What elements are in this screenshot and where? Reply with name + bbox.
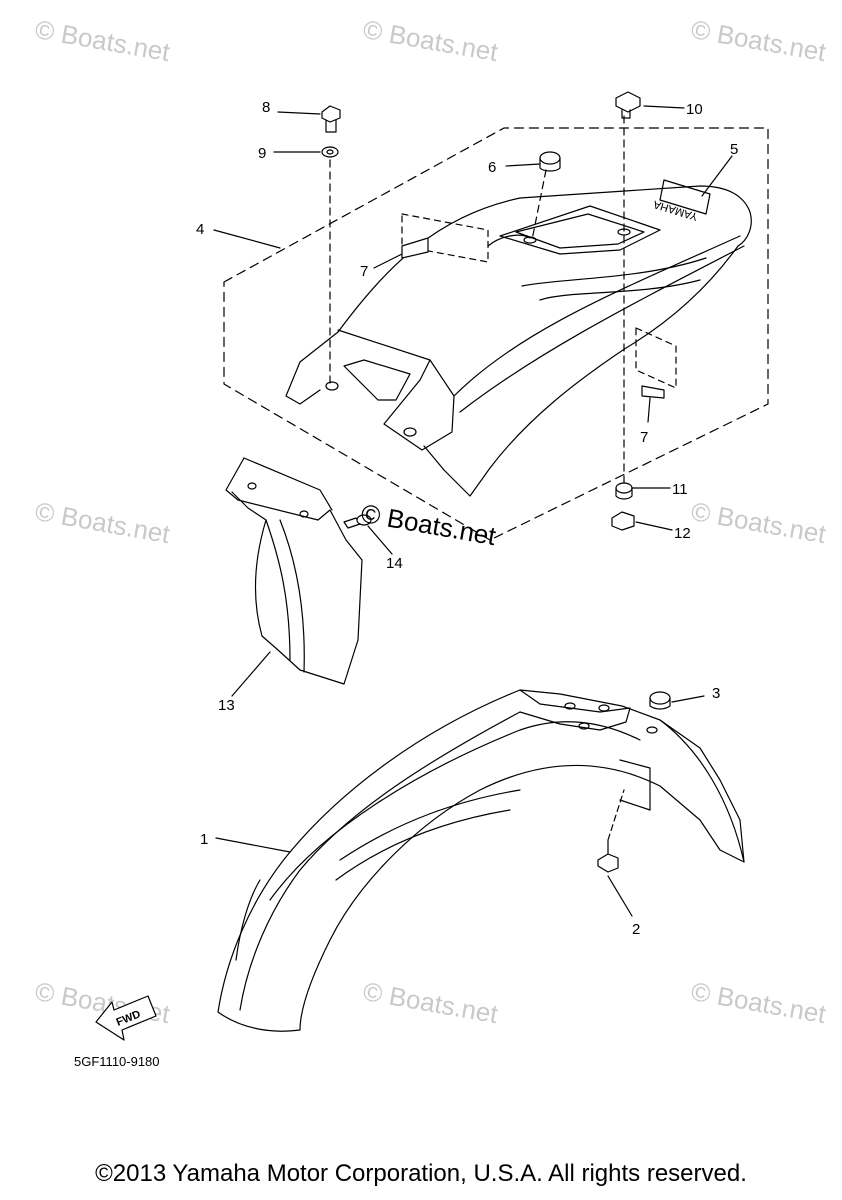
callout-4: 4 [196, 221, 204, 238]
bolt-8 [321, 105, 341, 133]
grommet-3 [649, 691, 671, 710]
callout-2: 2 [632, 921, 640, 938]
diagram-code: 5GF1110-9180 [74, 1054, 160, 1069]
callout-14: 14 [386, 555, 403, 572]
callout-13: 13 [218, 697, 235, 714]
callout-7-lower: 7 [640, 429, 648, 446]
callout-10: 10 [686, 101, 703, 118]
washer-9 [321, 146, 339, 158]
bolt-2 [597, 839, 619, 873]
decal-7b [641, 385, 665, 399]
fwd-arrow-icon [95, 995, 157, 1041]
logo-plate [659, 179, 711, 215]
yamaha-logo-text: YAMAHA [651, 198, 699, 223]
decal-7a [401, 237, 429, 259]
screw-14 [343, 514, 372, 529]
callout-12: 12 [674, 525, 691, 542]
fastener-10 [615, 91, 641, 119]
rear-fender-shape [285, 185, 752, 497]
nut-11 [615, 482, 633, 500]
callout-11: 11 [672, 481, 688, 498]
callout-9: 9 [258, 145, 266, 162]
front-fender-1 [217, 689, 745, 1032]
callout-7-upper: 7 [360, 263, 368, 280]
callout-5: 5 [730, 141, 738, 158]
assembly-outline-4 [223, 127, 769, 541]
callout-6: 6 [488, 159, 496, 176]
copyright-notice: ©2013 Yamaha Motor Corporation, U.S.A. A… [95, 1160, 747, 1187]
callout-1: 1 [200, 831, 208, 848]
mud-flap-13 [225, 457, 363, 685]
grommet-6 [539, 151, 561, 172]
nut-12 [611, 511, 635, 531]
callout-3: 3 [712, 685, 720, 702]
callout-8: 8 [262, 99, 270, 116]
